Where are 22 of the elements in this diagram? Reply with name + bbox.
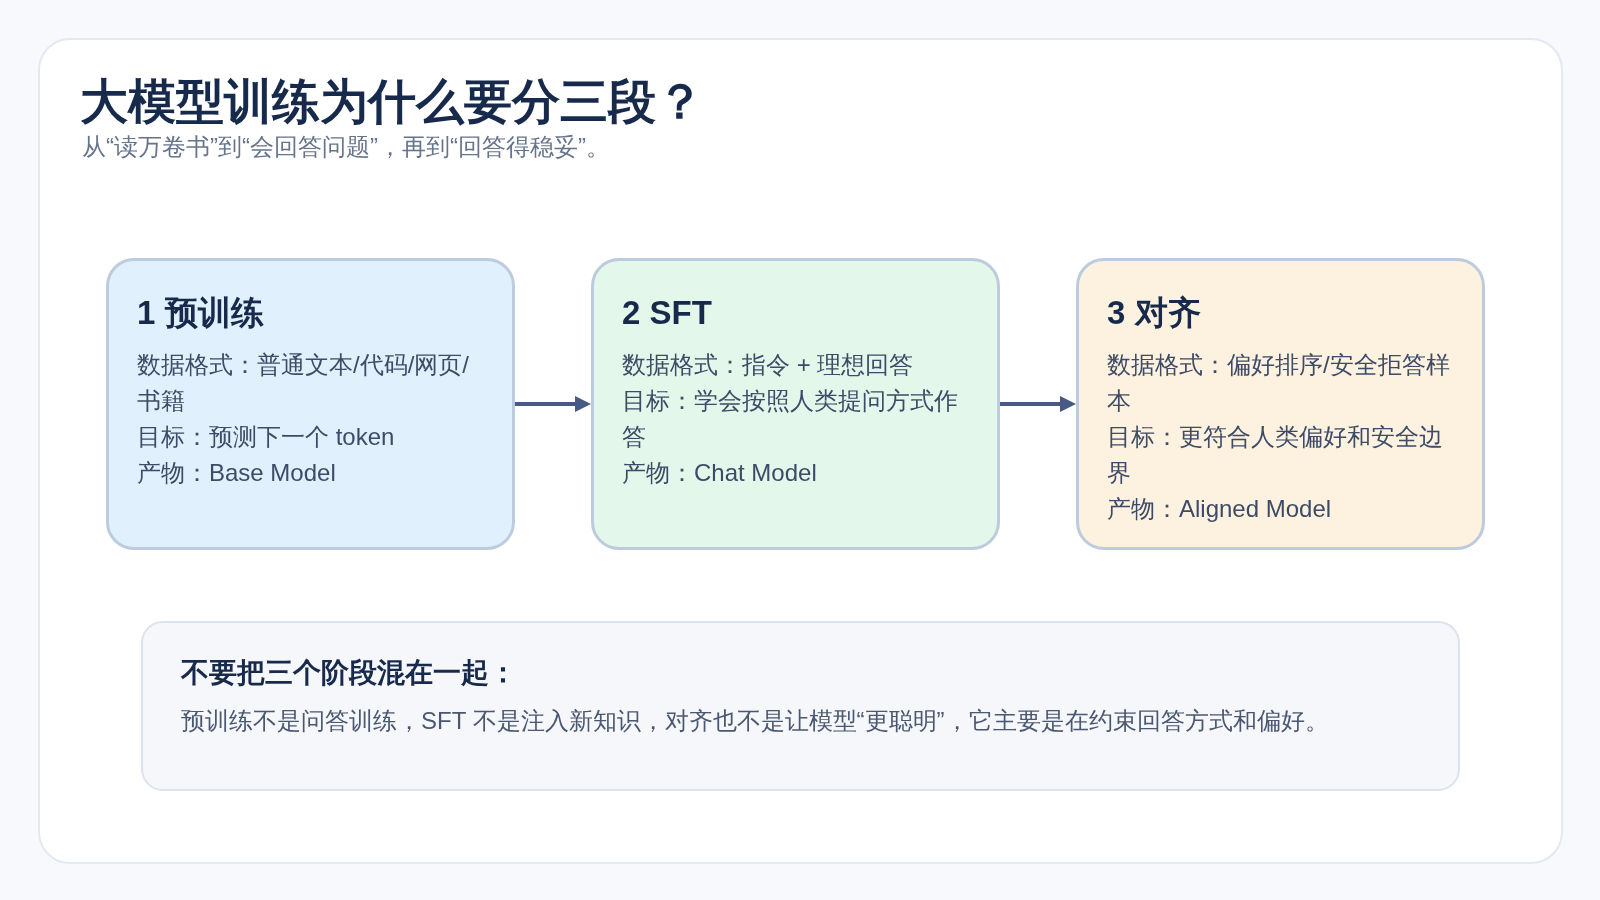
note-heading: 不要把三个阶段混在一起：	[181, 656, 517, 690]
arrow	[1000, 396, 1076, 412]
stage-detail: 数据格式：指令 + 理想回答	[622, 350, 914, 380]
subtitle: 从“读万卷书”到“会回答问题”，再到“回答得稳妥”。	[82, 132, 610, 162]
stage-detail: 目标：更符合人类偏好和安全边界	[1107, 422, 1444, 488]
note-text: 预训练不是问答训练，SFT 不是注入新知识，对齐也不是让模型“更聪明”，它主要是在约束回答方式和偏好。	[181, 706, 1329, 736]
stage-detail: 产物：Chat Model	[622, 458, 817, 488]
stage-detail: 产物：Base Model	[137, 458, 336, 488]
stage-title: 2 SFT	[622, 293, 712, 333]
stage-title: 1 预训练	[137, 293, 264, 333]
stage-card	[106, 258, 515, 550]
arrow	[515, 396, 591, 412]
stage-card	[591, 258, 1000, 550]
stage-detail: 数据格式：偏好排序/安全拒答样本	[1107, 350, 1451, 416]
stage-title: 3 对齐	[1107, 293, 1201, 333]
stage-detail: 目标：预测下一个 token	[137, 422, 395, 452]
stage-detail: 目标：学会按照人类提问方式作答	[622, 386, 959, 452]
stage-detail: 数据格式：普通文本/代码/网页/书籍	[137, 350, 470, 416]
stage-detail: 产物：Aligned Model	[1107, 494, 1332, 524]
note-panel	[141, 621, 1460, 791]
stage-card	[1076, 258, 1485, 550]
page-title: 大模型训练为什么要分三段？	[80, 74, 704, 130]
